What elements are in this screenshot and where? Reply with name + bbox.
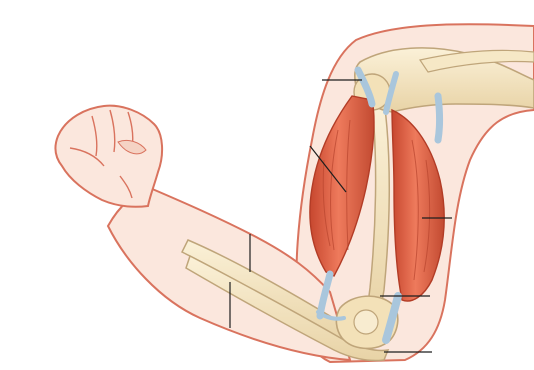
triceps-tendon-upper [438,96,440,140]
elbow-condyle [354,310,378,334]
bottom-caption [206,362,254,370]
